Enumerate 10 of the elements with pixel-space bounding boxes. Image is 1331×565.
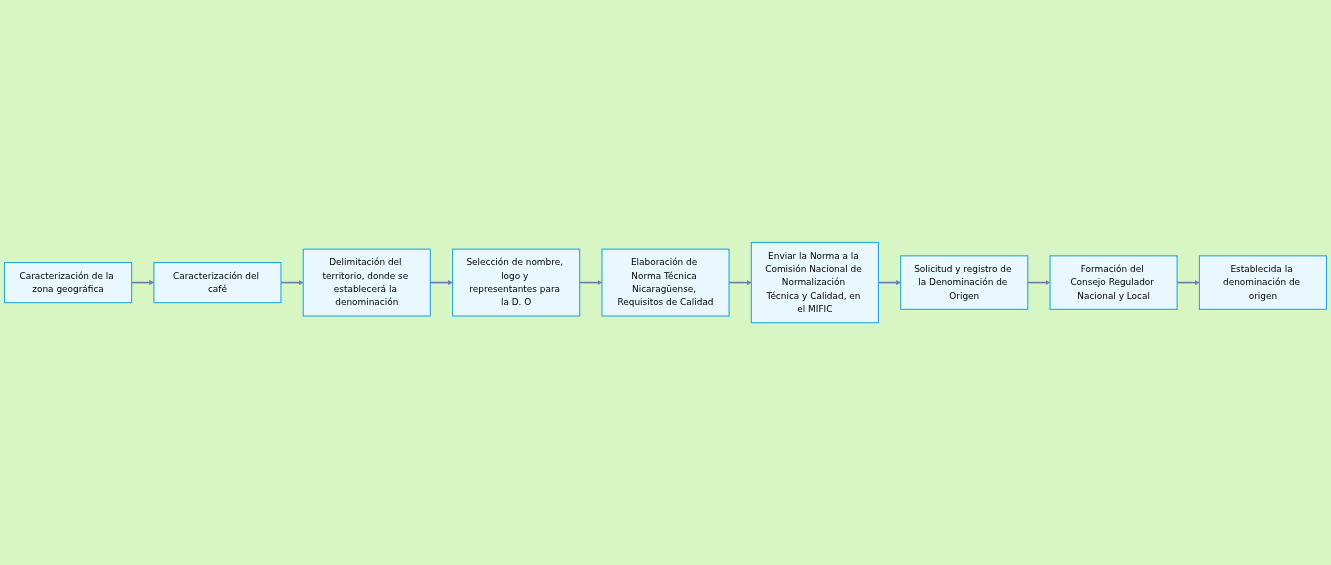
node-box: Establecida la denominación de origen	[1198, 255, 1328, 310]
node-box: Selección de nombre, logo y representantes para la D. O	[452, 248, 581, 317]
node-box: Solicitud y registro de la Denominación de Origen	[900, 255, 1029, 310]
node-box: Formación del Consejo Regulador Nacional y Local	[1049, 255, 1178, 310]
node-box: Elaboración de Norma Técnica Nicaragüense, Requisitos de Calidad	[601, 248, 730, 317]
node-box: Caracterización del café	[153, 261, 282, 304]
node-box: Caracterización de la zona geográfica	[3, 261, 133, 304]
arrow	[280, 280, 304, 285]
node-box: Enviar la Norma a la Comisión Nacional de Normalización Técnica y Calidad, en el MIFIC	[750, 241, 879, 324]
node-box: Delimitación del territorio, donde se establecerá la denominación	[302, 248, 431, 317]
